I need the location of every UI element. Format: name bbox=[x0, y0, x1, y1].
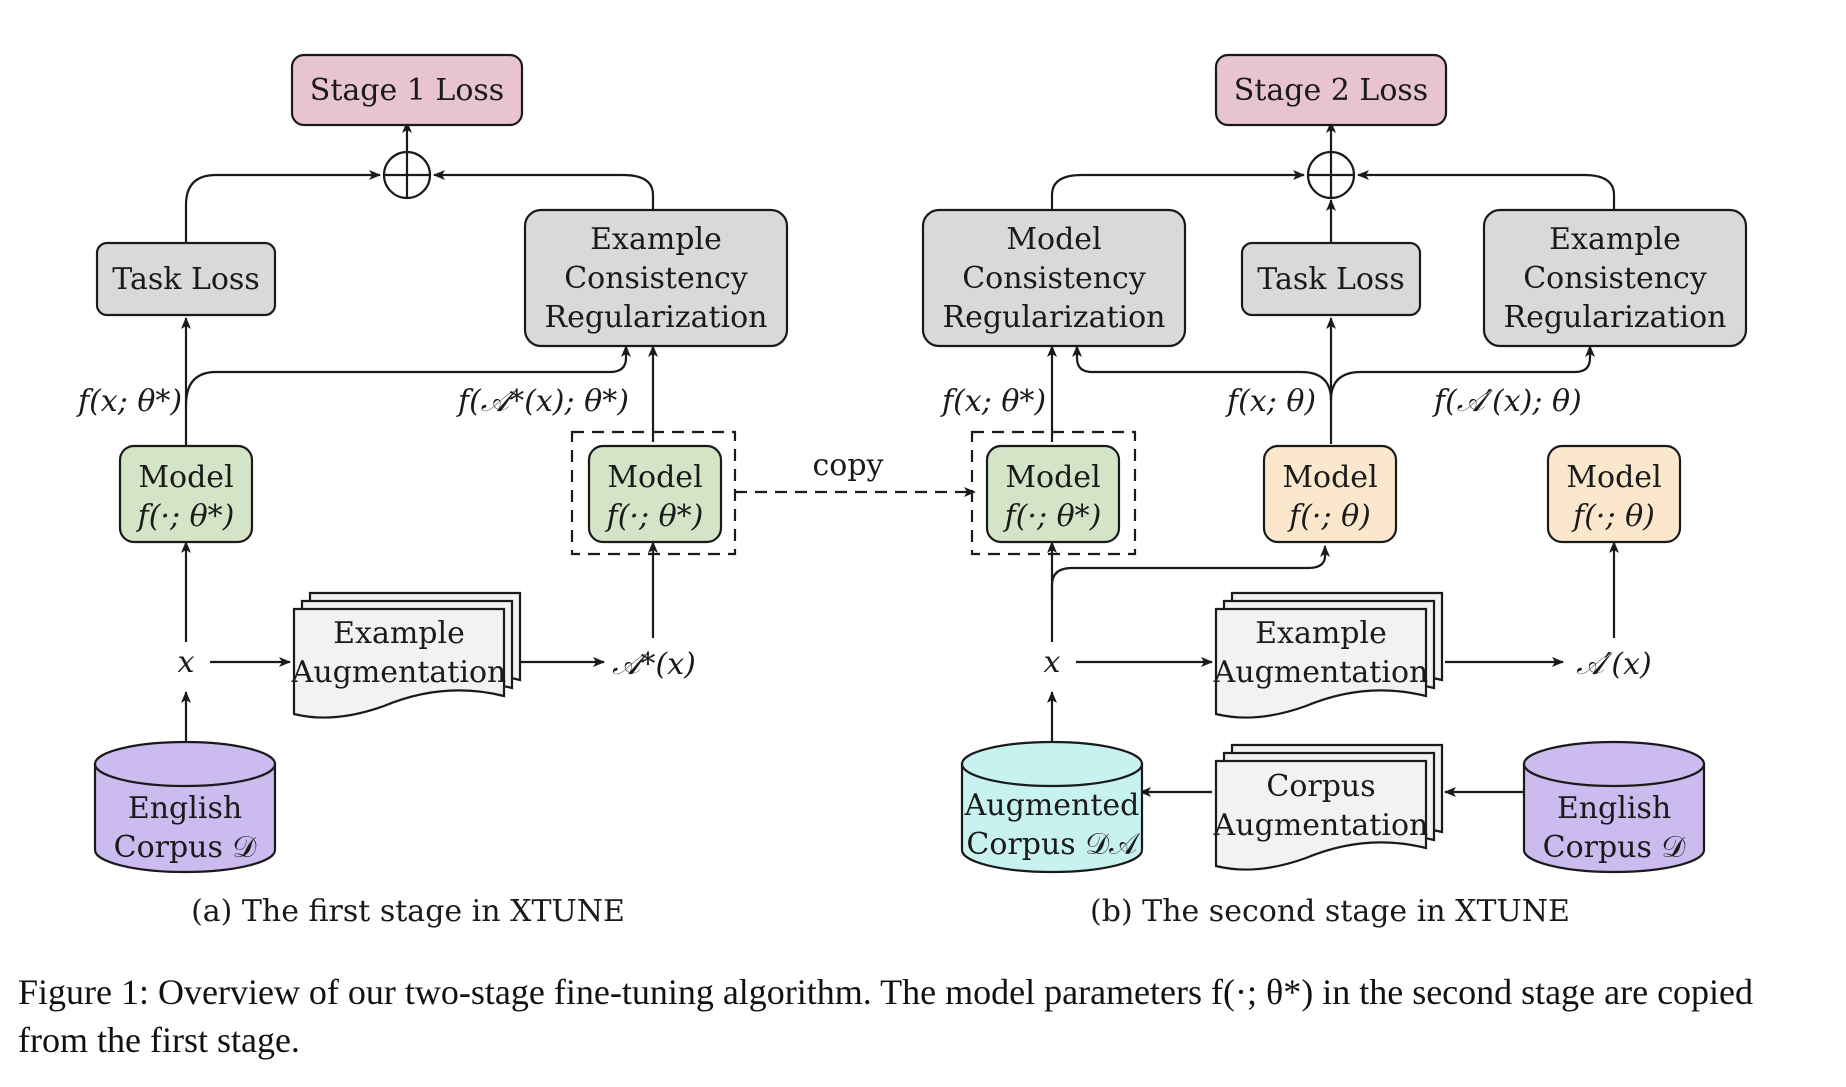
stage2-aug-corpus-line1: Augmented bbox=[964, 788, 1140, 823]
stage1-loss-box bbox=[290, 53, 524, 127]
stage1-loss-label: Stage 1 Loss bbox=[310, 73, 504, 108]
stage2-ecr-line2: Consistency bbox=[1523, 261, 1707, 296]
stage2-loss-label: Stage 2 Loss bbox=[1234, 73, 1428, 108]
stage2-model-right-line1: Model bbox=[1566, 460, 1661, 495]
stage2-ax-label: 𝒜′(x) bbox=[1576, 647, 1652, 682]
stage1-aug-line1: Example bbox=[333, 616, 465, 651]
stage1-corpus-line2: Corpus 𝒟 bbox=[114, 830, 257, 865]
stage1-model-left-line1: Model bbox=[138, 460, 233, 495]
stage2-mcr-line2: Consistency bbox=[962, 261, 1146, 296]
stage2-aug-line1: Example bbox=[1255, 616, 1387, 651]
figure-caption: Figure 1: Overview of our two-stage fine… bbox=[18, 972, 1754, 1060]
stage2-model-mid-box bbox=[1262, 444, 1398, 544]
stage2-task-loss-box bbox=[1240, 241, 1422, 317]
stage1-model-right-box bbox=[587, 444, 723, 544]
stage2-corpus-augmentation bbox=[1214, 743, 1444, 871]
stage1-model-right-line2: f(·; θ*) bbox=[605, 499, 704, 534]
stage2-model-fixed-box bbox=[985, 444, 1121, 544]
stage1-ax-label: 𝒜*(x) bbox=[612, 647, 696, 682]
stage2-fx-star-label: f(x; θ*) bbox=[940, 384, 1046, 419]
stage2-task-loss-label: Task Loss bbox=[1257, 262, 1404, 297]
stage2-fax-label: f(𝒜′(x); θ) bbox=[1432, 384, 1582, 419]
stage2-mcr-box bbox=[921, 208, 1187, 348]
stage2-model-mid-line1: Model bbox=[1282, 460, 1377, 495]
stage1-model-left-box bbox=[118, 444, 254, 544]
stage1-model-right-line1: Model bbox=[607, 460, 702, 495]
stage2-mcr-line1: Model bbox=[1006, 222, 1101, 257]
stage2-model-fixed-line2: f(·; θ*) bbox=[1003, 499, 1102, 534]
stage1-sum-node bbox=[382, 150, 432, 200]
stage1-ecr-line2: Consistency bbox=[564, 261, 748, 296]
stage1-ecr-line3: Regularization bbox=[544, 300, 767, 335]
stage2-fx-label: f(x; θ) bbox=[1225, 384, 1316, 419]
stage1-model-left-line2: f(·; θ*) bbox=[136, 499, 235, 534]
stage1-fx-label: f(x; θ*) bbox=[76, 384, 182, 419]
stage1-corpus-line1: English bbox=[128, 791, 242, 826]
copy-label: copy bbox=[812, 448, 883, 483]
stage2-corpus-aug-line2: Augmentation bbox=[1213, 808, 1429, 843]
two-stage-diagram: Stage 1 Loss Task Loss Example Consisten… bbox=[76, 53, 1748, 929]
stage2-ecr-line1: Example bbox=[1549, 222, 1681, 257]
stage2-ecr-box bbox=[1482, 208, 1748, 348]
stage1-task-loss-label: Task Loss bbox=[112, 262, 259, 297]
stage1-ecr-line1: Example bbox=[590, 222, 722, 257]
stage2-sum-node bbox=[1306, 150, 1356, 200]
stage2-augmented-corpus bbox=[960, 740, 1144, 874]
stage1-example-augmentation bbox=[292, 591, 522, 719]
stage2-corpus-aug-line1: Corpus bbox=[1266, 769, 1375, 804]
stage1-copy-frame bbox=[570, 430, 737, 556]
stage2-mcr-line3: Regularization bbox=[942, 300, 1165, 335]
stage1-subcaption: (a) The first stage in XTUNE bbox=[191, 894, 625, 929]
stage2-x-label: x bbox=[1044, 645, 1061, 680]
stage1-edges bbox=[181, 121, 976, 764]
stage2-model-right-box bbox=[1546, 444, 1682, 544]
stage2-example-augmentation bbox=[1214, 591, 1444, 719]
stage1-x-label: x bbox=[178, 645, 195, 680]
stage1-ecr-box bbox=[523, 208, 789, 348]
stage1-aug-line2: Augmentation bbox=[291, 655, 507, 690]
stage2-corpus-line1: English bbox=[1557, 791, 1671, 826]
stage2-ecr-line3: Regularization bbox=[1503, 300, 1726, 335]
stage2-subcaption: (b) The second stage in XTUNE bbox=[1090, 894, 1570, 929]
stage2-corpus-line2: Corpus 𝒟 bbox=[1543, 830, 1686, 865]
stage2-model-fixed-line1: Model bbox=[1005, 460, 1100, 495]
stage1-task-loss-box bbox=[95, 241, 277, 317]
stage2-edges bbox=[1047, 121, 1619, 797]
stage2-model-right-line2: f(·; θ) bbox=[1571, 499, 1655, 534]
stage2-loss-box bbox=[1214, 53, 1448, 127]
stage2-english-corpus bbox=[1522, 740, 1706, 874]
stage2-model-mid-line2: f(·; θ) bbox=[1287, 499, 1371, 534]
stage2-aug-corpus-line2: Corpus 𝒟𝒜 bbox=[966, 827, 1141, 862]
stage2-aug-line2: Augmentation bbox=[1213, 655, 1429, 690]
stage1-english-corpus bbox=[93, 740, 277, 874]
stage1-fax-label: f(𝒜*(x); θ*) bbox=[456, 384, 629, 419]
stage2-copy-frame bbox=[970, 430, 1137, 556]
